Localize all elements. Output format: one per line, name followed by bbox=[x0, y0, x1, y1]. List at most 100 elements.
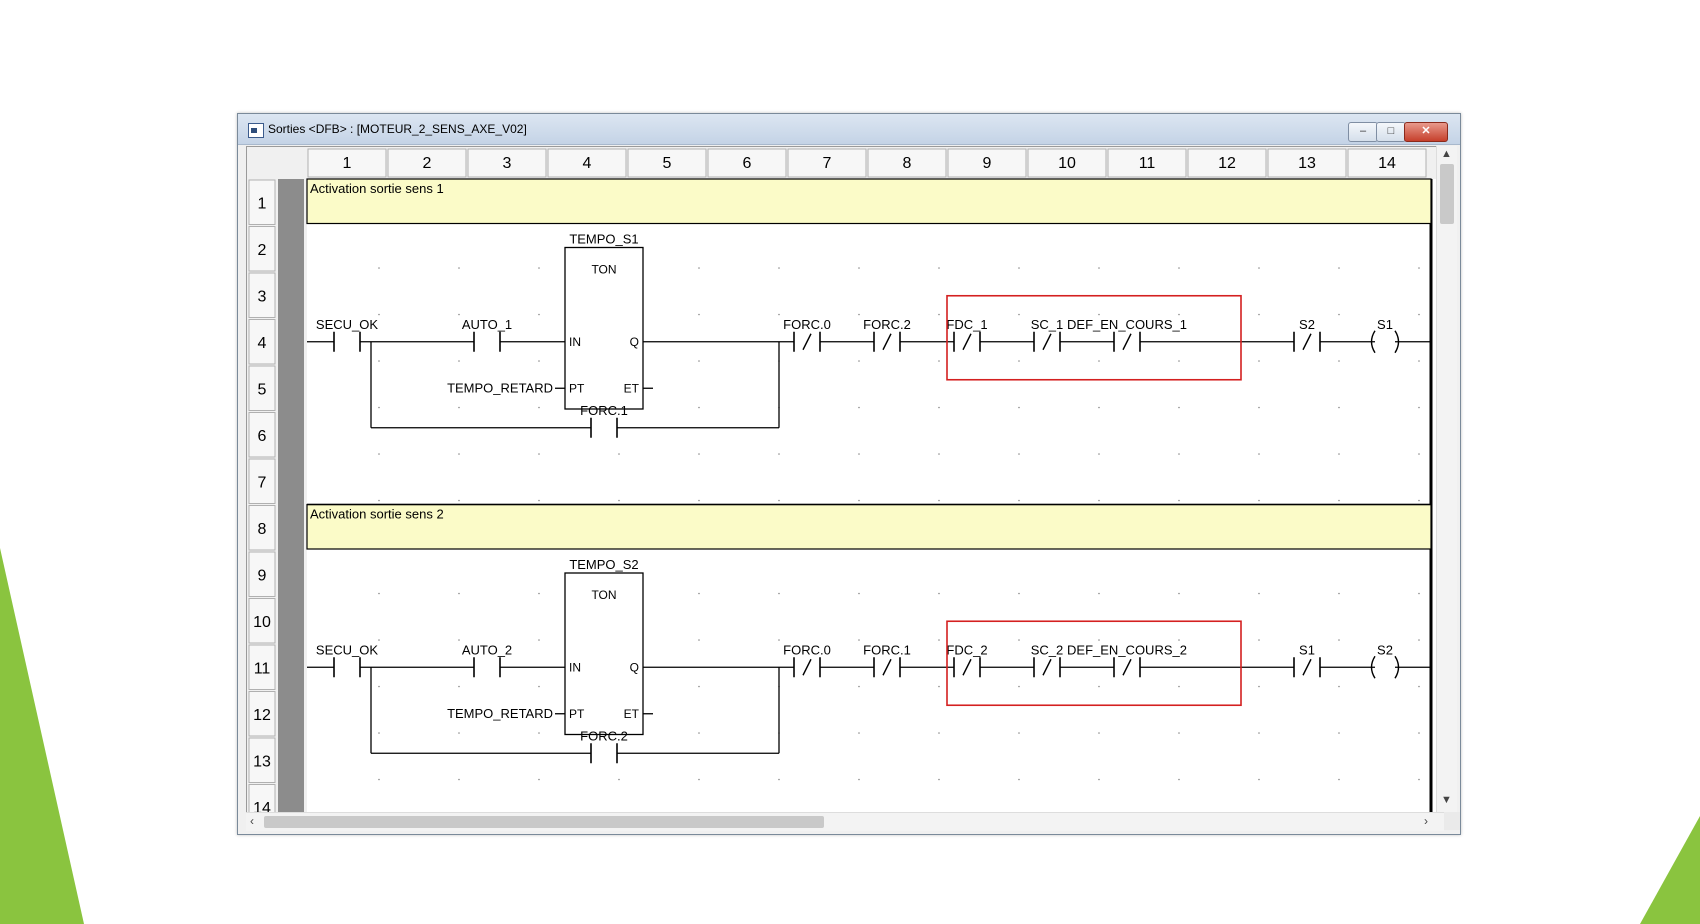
rung-1-contact-fdc-slash bbox=[962, 333, 972, 351]
grid-dot bbox=[698, 685, 700, 688]
row-header-cell bbox=[248, 226, 276, 272]
rung-2-contact-fdc-label[interactable]: FDC_2 bbox=[946, 642, 987, 657]
rung-2-contact-interlock-label[interactable]: S1 bbox=[1299, 642, 1315, 657]
rung-1-contact-secu-label[interactable]: SECU_OK bbox=[316, 317, 378, 332]
row-header-cell bbox=[248, 737, 276, 783]
grid-dot bbox=[1178, 313, 1180, 316]
vertical-scrollbar[interactable]: ▲ ▼ bbox=[1436, 146, 1457, 812]
grid-dot bbox=[858, 313, 860, 316]
scroll-left-icon[interactable]: ‹ bbox=[250, 814, 254, 828]
grid-dot bbox=[858, 685, 860, 688]
rung-1-timer-block[interactable] bbox=[564, 246, 644, 410]
rung-1-pt-input[interactable]: TEMPO_RETARD bbox=[447, 380, 553, 395]
rung-1-contact-sc-slash bbox=[1042, 333, 1052, 351]
rung-2-timer-block[interactable] bbox=[564, 572, 644, 736]
grid-dot bbox=[1418, 360, 1420, 362]
grid-dot bbox=[938, 685, 940, 688]
grid-dot bbox=[1018, 685, 1020, 688]
rung-2-contact-secu-label[interactable]: SECU_OK bbox=[316, 642, 378, 657]
rung-1-contact-bypass-label[interactable]: FORC.1 bbox=[580, 403, 628, 418]
grid-dot bbox=[858, 499, 860, 502]
rung-2-contact-def-label[interactable]: DEF_EN_COURS_2 bbox=[1067, 642, 1187, 657]
grid-dot bbox=[1338, 313, 1340, 316]
grid-dot bbox=[458, 313, 460, 316]
maximize-button[interactable]: □ bbox=[1376, 122, 1406, 142]
resize-grip[interactable] bbox=[1444, 812, 1460, 830]
column-header-cell bbox=[947, 148, 1027, 178]
rung-1-contact-interlock-label[interactable]: S2 bbox=[1299, 317, 1315, 332]
grid-dot bbox=[458, 499, 460, 502]
rung-1-contact-forc-b-slash bbox=[882, 333, 892, 351]
grid-dot bbox=[1418, 732, 1420, 734]
grid-dot bbox=[1338, 592, 1340, 595]
row-header-11: 11 bbox=[254, 660, 271, 677]
rung-1-coil-arc-left bbox=[1370, 330, 1376, 354]
rung-2-timer-name[interactable]: TEMPO_S2 bbox=[569, 557, 638, 572]
rung-2-pt-input[interactable]: TEMPO_RETARD bbox=[447, 706, 553, 721]
row-header-12: 12 bbox=[253, 707, 271, 724]
rung-1-timer-type: TON bbox=[591, 263, 616, 277]
grid-dot bbox=[858, 360, 860, 362]
grid-dot bbox=[538, 732, 540, 734]
rung-1-contact-fdc-label[interactable]: FDC_1 bbox=[946, 317, 987, 332]
grid-dot bbox=[938, 778, 940, 781]
grid-dot bbox=[1018, 499, 1020, 502]
grid-dot bbox=[1178, 685, 1180, 688]
rung-1-contact-forc-b-label[interactable]: FORC.2 bbox=[863, 317, 911, 332]
row-header-1: 1 bbox=[258, 195, 267, 212]
horizontal-scroll-thumb[interactable] bbox=[264, 816, 824, 828]
rung-1-contact-sc-label[interactable]: SC_1 bbox=[1031, 317, 1064, 332]
grid-dot bbox=[858, 778, 860, 781]
row-header-cell bbox=[248, 412, 276, 458]
rung-1-timer-name[interactable]: TEMPO_S1 bbox=[569, 232, 638, 247]
scroll-right-icon[interactable]: › bbox=[1424, 814, 1428, 828]
rung-1-contact-def-label[interactable]: DEF_EN_COURS_1 bbox=[1067, 317, 1187, 332]
column-header-cell bbox=[1187, 148, 1267, 178]
rung-2-contact-def-slash bbox=[1122, 658, 1132, 676]
grid-dot bbox=[1178, 499, 1180, 502]
rung-1-contact-forc-a-label[interactable]: FORC.0 bbox=[783, 317, 831, 332]
vertical-scroll-thumb[interactable] bbox=[1440, 164, 1454, 224]
close-button[interactable]: ✕ bbox=[1404, 122, 1448, 142]
column-header-cell bbox=[307, 148, 387, 178]
rung-1-comment-box[interactable] bbox=[306, 178, 1432, 225]
rung-2-contact-forc-b-label[interactable]: FORC.1 bbox=[863, 642, 911, 657]
column-header-2: 2 bbox=[423, 155, 432, 172]
rung-2-contact-bypass-label[interactable]: FORC.2 bbox=[580, 728, 628, 743]
column-header-1: 1 bbox=[343, 155, 352, 172]
grid-dot bbox=[1338, 499, 1340, 502]
title-bar[interactable]: Sorties <DFB> : [MOTEUR_2_SENS_AXE_V02] … bbox=[238, 114, 1460, 145]
grid-dot bbox=[1418, 499, 1420, 502]
grid-dot bbox=[1418, 267, 1420, 269]
grid-dot bbox=[1258, 778, 1260, 781]
rung-1-coil-label[interactable]: S1 bbox=[1377, 317, 1393, 332]
rung-1-contact-auto-label[interactable]: AUTO_1 bbox=[462, 317, 512, 332]
row-header-cell bbox=[248, 272, 276, 318]
scroll-up-icon[interactable]: ▲ bbox=[1441, 148, 1452, 160]
scroll-down-icon[interactable]: ▼ bbox=[1441, 794, 1452, 806]
grid-dot bbox=[1098, 313, 1100, 316]
grid-dot bbox=[938, 499, 940, 502]
rung-2-contact-sc-label[interactable]: SC_2 bbox=[1031, 642, 1064, 657]
grid-dot bbox=[1098, 732, 1100, 734]
grid-dot bbox=[938, 267, 940, 269]
grid-dot bbox=[938, 732, 940, 734]
column-header-11: 11 bbox=[1139, 155, 1156, 172]
grid-dot bbox=[378, 639, 380, 641]
rung-2-contact-forc-a-label[interactable]: FORC.0 bbox=[783, 642, 831, 657]
grid-dot bbox=[698, 592, 700, 595]
grid-dot bbox=[458, 732, 460, 734]
rung-2-coil-label[interactable]: S2 bbox=[1377, 642, 1393, 657]
rung-2-comment-box[interactable] bbox=[306, 503, 1432, 550]
horizontal-scrollbar[interactable]: ‹ › bbox=[246, 812, 1444, 831]
minimize-button[interactable]: – bbox=[1348, 122, 1378, 142]
column-header-5: 5 bbox=[663, 155, 672, 172]
grid-dot bbox=[1418, 685, 1420, 688]
rung-2-contact-auto-label[interactable]: AUTO_2 bbox=[462, 642, 512, 657]
grid-dot bbox=[458, 267, 460, 269]
grid-dot bbox=[1418, 639, 1420, 641]
row-header-8: 8 bbox=[258, 521, 267, 538]
grid-dot bbox=[1098, 778, 1100, 781]
